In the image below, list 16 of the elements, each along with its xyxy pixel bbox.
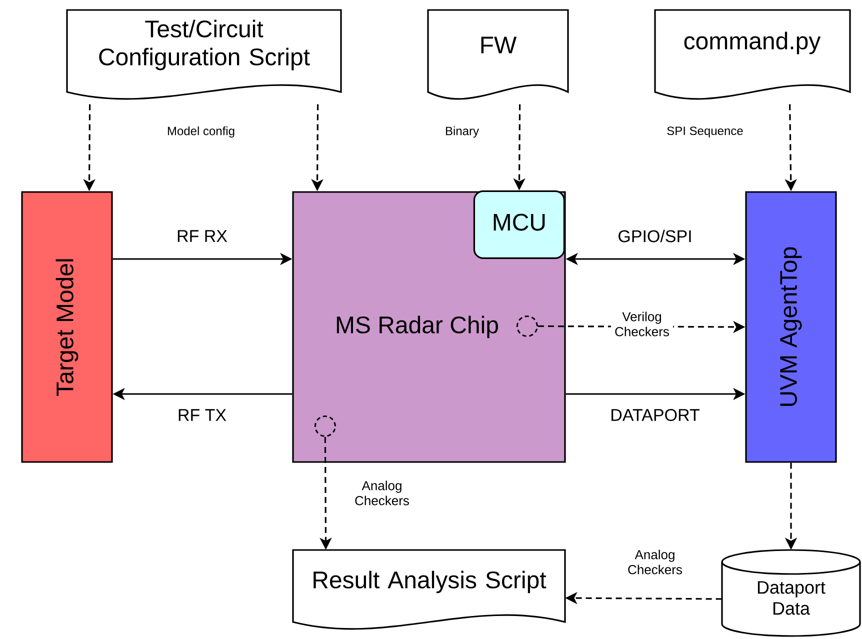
dashed-circle (516, 315, 538, 337)
database-cylinder: Dataport Data (721, 549, 861, 637)
flow-label: Model config (168, 126, 234, 138)
mcu-box: MCU (473, 190, 565, 259)
agent-box: UVM AgentTop (745, 191, 837, 463)
model-box: Target Model (21, 191, 113, 463)
edge-label: Verilog Checkers (611, 310, 673, 338)
edge-label: DATAPORT (609, 408, 701, 422)
edge-label: Analog Checkers (619, 548, 691, 576)
edge-label: SPI Sequence (666, 126, 744, 138)
edge-label: Analog Checkers (346, 480, 418, 506)
dashed-circle (314, 415, 336, 437)
edge-label: RF RX (176, 229, 228, 243)
edge-label: RF TX (176, 408, 228, 422)
edge-label: GPIO/SPI (616, 228, 694, 244)
edge-label: Binary (444, 125, 480, 139)
